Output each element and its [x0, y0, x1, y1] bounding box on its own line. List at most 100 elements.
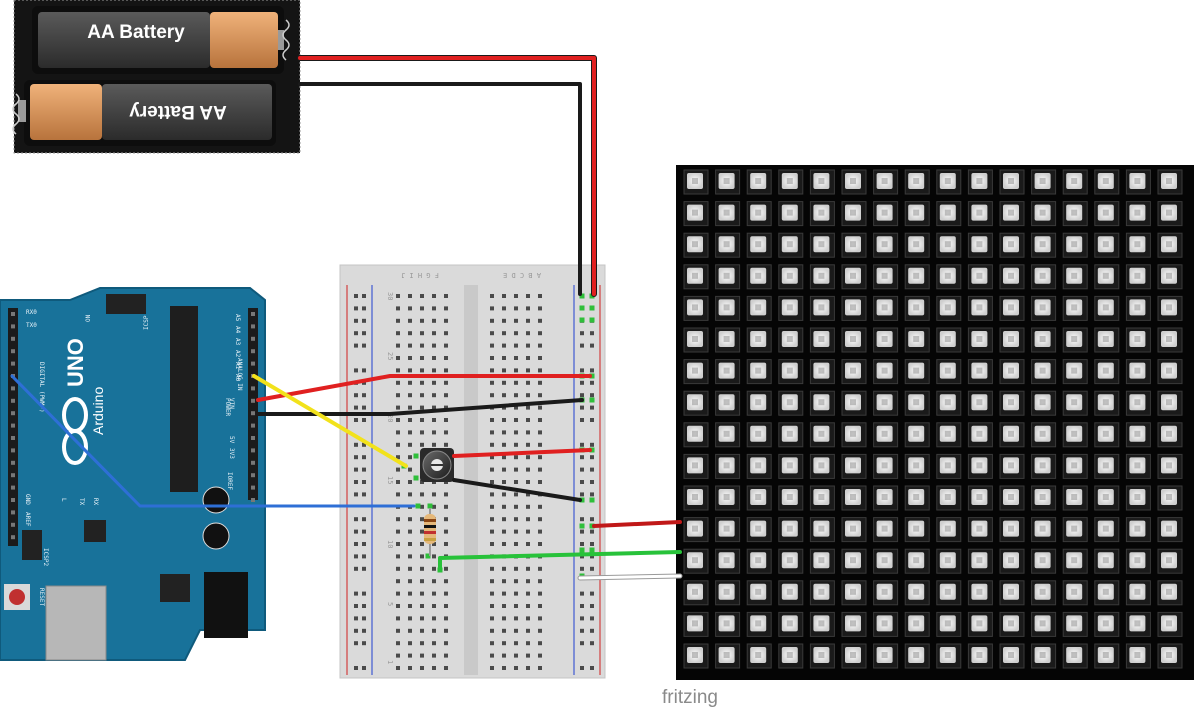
breadboard-hole: [444, 566, 448, 571]
breadboard-hole: [408, 356, 412, 360]
breadboard-hole: [420, 430, 424, 435]
breadboard-rail-hole: [590, 442, 594, 447]
led-die: [1166, 399, 1172, 406]
led-die: [1008, 272, 1014, 279]
led-die: [944, 588, 951, 595]
led-die: [723, 367, 730, 374]
breadboard-hole: [490, 529, 494, 534]
breadboard-hole-connected: [589, 397, 595, 403]
led-die: [692, 494, 698, 500]
breadboard-hole: [526, 318, 530, 323]
breadboard-rail-hole: [354, 591, 358, 596]
breadboard-hole: [396, 579, 400, 584]
breadboard-hole: [502, 641, 506, 646]
led-die: [881, 588, 888, 595]
usb-chip: [84, 520, 106, 542]
breadboard-hole: [514, 579, 518, 584]
led-die: [1134, 336, 1141, 342]
breadboard-hole: [514, 442, 518, 447]
led-die: [818, 494, 825, 500]
power-label: POWER: [224, 398, 231, 416]
led-die: [1071, 272, 1078, 279]
breadboard-hole: [490, 294, 494, 298]
led-die: [850, 399, 856, 406]
breadboard-rail-hole: [354, 343, 358, 348]
breadboard-hole: [432, 554, 436, 559]
breadboard-hole: [526, 566, 530, 571]
breadboard-rail-hole: [354, 666, 358, 670]
led-die: [881, 304, 888, 311]
led-die: [786, 652, 793, 658]
led-die: [1102, 367, 1109, 374]
breadboard-hole: [514, 343, 518, 348]
breadboard-hole: [526, 467, 530, 472]
breadboard-rail-hole: [580, 604, 584, 608]
breadboard-hole: [538, 418, 542, 422]
breadboard-hole: [526, 504, 530, 509]
led-die: [755, 525, 762, 532]
led-die: [1071, 336, 1078, 342]
header-pin: [11, 386, 15, 391]
breadboard-rail-hole: [362, 405, 366, 410]
breadboard-hole: [502, 529, 506, 534]
breadboard-rail-hole: [354, 492, 358, 497]
wire-power-matrix: [592, 520, 682, 528]
led-die: [786, 588, 793, 595]
breadboard-rail-hole: [580, 393, 584, 398]
breadboard-hole: [502, 480, 506, 484]
breadboard-hole: [420, 380, 424, 385]
breadboard-hole: [490, 628, 494, 633]
breadboard-hole: [502, 294, 506, 298]
reset-label: RESET: [38, 588, 45, 606]
led-die: [786, 209, 793, 216]
wire-digital-data: [10, 374, 416, 508]
led-die: [881, 557, 888, 564]
breadboard-hole: [502, 380, 506, 385]
led-die: [881, 178, 888, 184]
header-pin: [251, 423, 255, 428]
led-die: [1102, 525, 1109, 532]
breadboard-hole: [432, 641, 436, 646]
breadboard-hole: [396, 306, 400, 311]
breadboard-rail-hole: [362, 393, 366, 398]
breadboard-hole: [396, 368, 400, 373]
breadboard-hole: [538, 343, 542, 348]
led-die: [786, 304, 793, 311]
microcontroller-chip: [170, 306, 198, 492]
breadboard-rail-hole: [590, 566, 594, 571]
breadboard-hole: [514, 641, 518, 646]
breadboard-rail-hole: [362, 566, 366, 571]
breadboard-hole: [408, 306, 412, 311]
breadboard-rail-hole: [354, 393, 358, 398]
breadboard-hole: [420, 306, 424, 311]
led-die: [786, 336, 793, 342]
breadboard-hole: [408, 405, 412, 410]
breadboard-hole: [526, 343, 530, 348]
breadboard-rail-hole: [354, 542, 358, 546]
led-die: [1102, 494, 1109, 500]
breadboard-hole: [514, 430, 518, 435]
breadboard-hole: [420, 294, 424, 298]
breadboard-hole: [432, 380, 436, 385]
breadboard-hole: [490, 504, 494, 509]
led-die: [723, 178, 730, 184]
breadboard-hole: [432, 591, 436, 596]
breadboard-hole: [444, 517, 448, 522]
breadboard-hole: [432, 405, 436, 410]
breadboard-hole: [526, 331, 530, 336]
breadboard-hole: [432, 393, 436, 398]
breadboard-rail-hole: [362, 331, 366, 336]
breadboard-hole: [408, 467, 412, 472]
breadboard-rail-hole: [580, 542, 584, 546]
breadboard-hole: [514, 393, 518, 398]
led-die: [1102, 209, 1109, 216]
breadboard-hole: [502, 430, 506, 435]
led-die: [976, 494, 983, 500]
breadboard-rail-hole: [354, 628, 358, 633]
led-die: [1166, 272, 1172, 279]
breadboard-center-channel: [464, 285, 478, 675]
led-die: [1102, 430, 1109, 437]
breadboard-hole: [502, 517, 506, 522]
breadboard-hole: [420, 628, 424, 633]
spring-contact-bottom: [12, 93, 20, 135]
